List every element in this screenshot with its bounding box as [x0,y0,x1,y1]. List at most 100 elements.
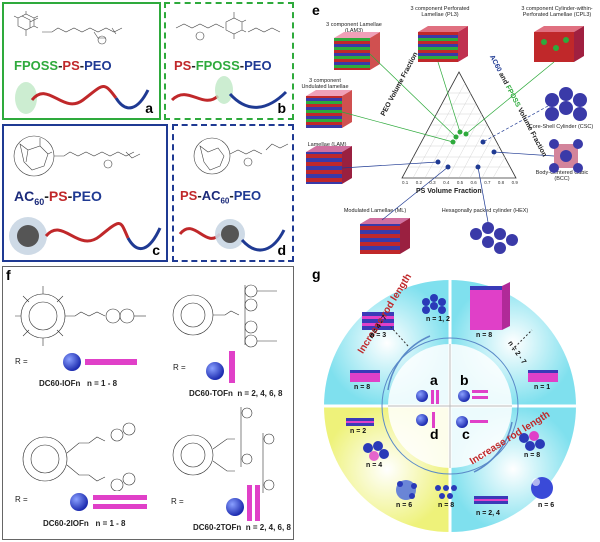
n-label: n = 8 [438,502,455,509]
title-part-peo: PEO [233,188,262,203]
r-label: R = [15,357,28,366]
title-part-ps: PS [62,58,80,73]
title-part-peo: PEO [84,58,112,73]
axis-label-ps: PS Volume Fraction [416,188,482,195]
bcc-block [549,139,583,173]
n-label: n = 8 [476,332,493,339]
lam3-block [334,32,380,70]
r-label: R = [173,363,186,372]
dc60-2tof-label: DC60-2TOFn n = 2, 4, 6, 8 [193,523,291,532]
dc60-tof-structure [172,284,277,348]
fposs-molecule-structure [13,11,123,45]
title-sep: - [58,58,63,73]
center-b-cartoon [458,390,488,402]
ternary-phase-diagram [306,26,587,254]
title-sep: - [229,188,234,203]
dc60-2tof-cartoon [226,485,260,521]
panel-c-title: AC60-PS-PEO [14,188,102,207]
panel-g: g [298,266,598,540]
panel-b: PS-FPOSS-PEO b [164,2,294,120]
molecule-range: n = 1 - 8 [87,379,118,388]
morph-cluster-c [519,431,545,451]
ps-fposs-peo-chain-cartoon [170,76,288,109]
title-sep: - [239,58,245,73]
dc60-2iof-label: DC60-2IOFn n = 1 - 8 [43,519,125,528]
dc60-2tof-structure [172,407,275,493]
ps-ac60-peo-chain-cartoon [178,219,286,252]
title-sep: - [79,58,85,73]
hex-block [470,222,518,254]
tick: 0.8 [497,180,505,185]
panel-a: FPOSS-PS-PEO a [2,2,161,120]
panel-d-letter: d [277,242,286,258]
ps-fposs-molecule-structure [175,12,281,41]
rod-length-phase-wheel [324,280,576,532]
title-part-fposs: FPOSS [195,58,240,73]
center-d-cartoon [416,412,435,428]
title-part-60: 60 [220,196,230,206]
molecule-range: n = 2, 4, 6, 8 [237,389,283,398]
molecule-range: n = 2, 4, 6, 8 [245,523,291,532]
panel-c-letter: c [152,242,160,258]
morph-slab-c [346,418,374,426]
phase-label-pl3: 3 component Perforated Lamellae (PL3) [410,6,470,18]
phase-label-lam3: 3 component Lamellae (LAM3) [326,22,382,34]
phase-label-ml: Modulated Lamellae (ML) [343,208,407,214]
morph-slab-b [528,370,558,382]
title-sep: - [67,188,73,204]
quadrant-d-letter: d [430,426,439,442]
dc60-2iof-cartoon [70,493,147,511]
title-part-fposs: FPOSS [14,58,59,73]
ul3-block [306,90,352,128]
panel-g-letter: g [312,266,321,282]
csc-block [545,87,587,121]
morph-slab-a [350,370,380,382]
tick: 0.3 [429,180,436,185]
title-part-peo: PEO [244,58,272,73]
title-part-ps: PS [180,188,198,203]
dc60-2iof-structure [22,422,136,491]
dc60-iof-cartoon [63,353,137,371]
n-label: n = 6 [396,502,413,509]
quadrant-c-letter: c [462,426,470,442]
panel-a-letter: a [145,100,153,116]
morph-sph-cluster-d [363,441,389,461]
n-label: n = 2, 4 [476,510,500,517]
n-label: n = 1, 2 [426,316,450,323]
tick: 0.2 [415,180,422,185]
tick: 0.5 [456,180,464,185]
morph-pink-block [470,282,510,330]
morph-stripes-a [362,312,394,330]
lam-block [306,146,352,184]
title-part-ps: PS [174,58,192,73]
panel-d-title: PS-AC60-PEO [180,188,261,206]
panel-b-letter: b [277,100,286,116]
n-label: n = 4 [366,462,383,469]
dc60-iof-structure [15,286,146,346]
molecule-name: DC60-2TOFn [193,523,242,532]
phase-label-csc: Core-Shell Cylinder (CSC) [528,124,594,130]
title-sep: - [44,188,49,204]
title-part-ac: AC [201,188,221,203]
morph-sph-network [396,480,417,500]
dc60-tof-label: DC60-TOFn n = 2, 4, 6, 8 [189,389,282,398]
ac60-ps-peo-chain-cartoon [9,217,162,255]
cpl3-block [534,26,584,62]
phase-label-bcc: Body-Centered Cubic (BCC) [535,170,589,182]
title-sep: - [191,58,196,73]
n-label: n = 3 [370,332,387,339]
title-part-ac: AC [14,188,35,204]
title-part-60: 60 [34,196,45,207]
phase-label-hex: Hexagonally packed cylinder (HEX) [441,208,529,214]
dc60-iof-label: DC60-IOFn n = 1 - 8 [39,379,117,388]
r-label: R = [171,497,184,506]
panel-f-letter: f [6,267,11,283]
panel-f: f R = DC60-IOFn n = 1 - 8 R = DC60-TOFn … [2,266,294,540]
phase-label-lam: Lamellae (LAM) [307,142,347,148]
n-label: n = 8 [354,384,371,391]
tick: 0.7 [484,180,491,185]
title-part-peo: PEO [72,188,102,204]
quadrant-b-letter: b [460,372,469,388]
ac60-molecule-structure [13,135,141,177]
